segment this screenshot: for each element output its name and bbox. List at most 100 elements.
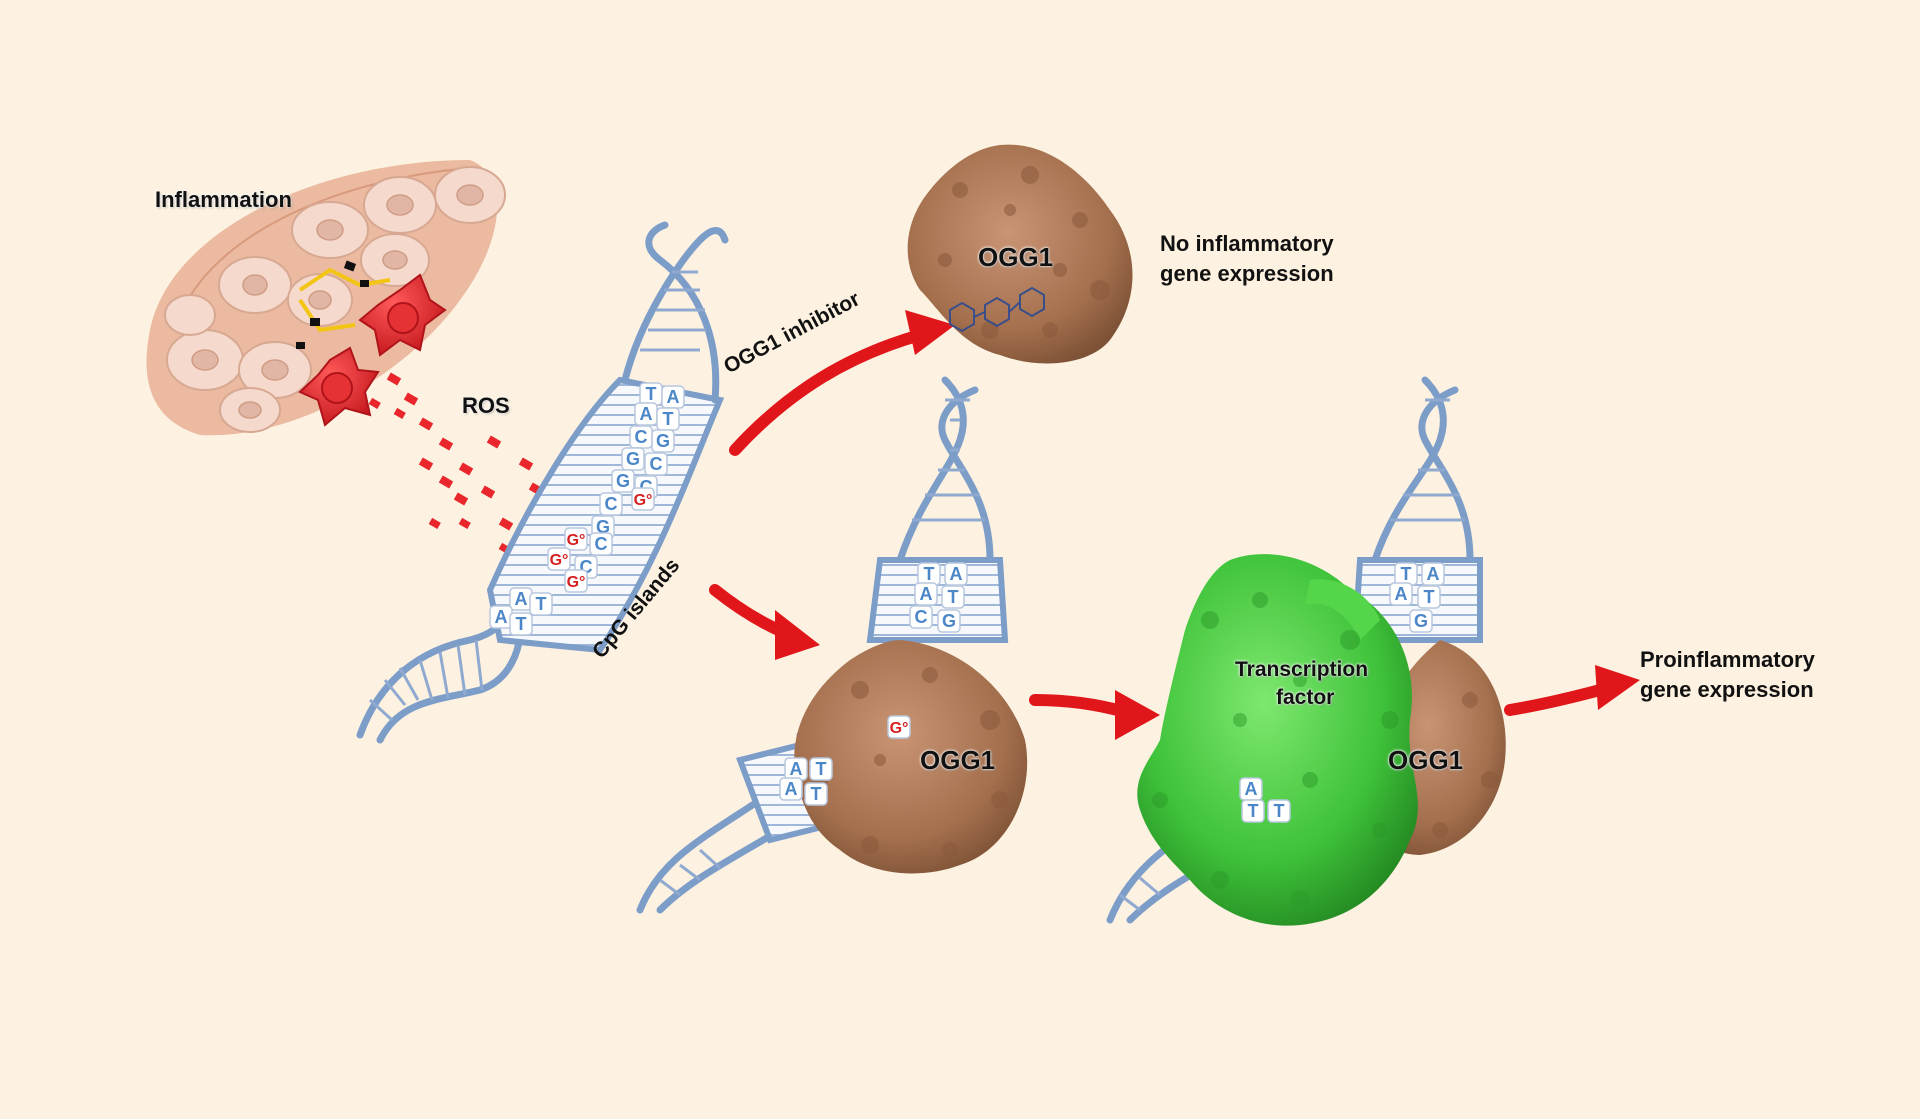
- dna-base-letter: G: [656, 431, 670, 451]
- dna-base: A: [914, 582, 938, 606]
- inflammation-label: Inflammation: [155, 187, 292, 212]
- dna-base: G°: [564, 527, 588, 551]
- dna-base-letter: A: [1245, 779, 1258, 799]
- dna-base: C: [599, 492, 623, 516]
- dna-base: T: [529, 592, 553, 616]
- dna-base: T: [1417, 585, 1441, 609]
- dna-base: T: [809, 757, 833, 781]
- dna-base-letter: T: [811, 784, 822, 804]
- dna-base-letter: C: [650, 454, 663, 474]
- dna-base: G°: [887, 715, 911, 739]
- dna-base-letter: G°: [550, 552, 569, 569]
- dna-base: G: [621, 447, 645, 471]
- transcription-factor-label-2: factor: [1276, 686, 1335, 709]
- dna-base: T: [917, 562, 941, 586]
- dna-base-letter: T: [924, 564, 935, 584]
- dna-base: A: [489, 605, 513, 629]
- dna-base-letter: A: [515, 589, 528, 609]
- dna-base-letter: G°: [567, 574, 586, 591]
- dna-base: T: [941, 585, 965, 609]
- dna-base: G: [651, 429, 675, 453]
- dna-base: A: [509, 587, 533, 611]
- dna-base-letter: T: [1401, 564, 1412, 584]
- dna-base: A: [1421, 562, 1445, 586]
- ogg1-right-label: OGG1: [1388, 745, 1464, 775]
- dna-base-letter: G: [1414, 611, 1428, 631]
- dna-base-letter: G°: [890, 720, 909, 737]
- dna-base-letter: G: [596, 517, 610, 537]
- ogg1-middle-label: OGG1: [920, 745, 996, 775]
- transcription-factor-label-1: Transcription: [1235, 658, 1369, 681]
- dna-base-letter: G: [616, 471, 630, 491]
- dna-base: C: [644, 452, 668, 476]
- dna-base-letter: A: [950, 564, 963, 584]
- dna-base: T: [1241, 799, 1265, 823]
- dna-base-letter: T: [536, 594, 547, 614]
- dna-base: T: [509, 612, 533, 636]
- transcription-factor-protein: [1137, 554, 1418, 926]
- dna-base-letter: T: [663, 409, 674, 429]
- dna-base: A: [1239, 777, 1263, 801]
- inhibitor-arrow: [729, 310, 955, 456]
- dna-base: T: [639, 382, 663, 406]
- ogg1-top-label: OGG1: [978, 242, 1054, 272]
- dna-base: G°: [564, 569, 588, 593]
- dna-base-letter: A: [640, 404, 653, 424]
- dna-base-letter: G°: [634, 492, 653, 509]
- oxidation-arrow: [709, 584, 820, 660]
- dna-base: A: [634, 402, 658, 426]
- dna-base: G: [1409, 609, 1433, 633]
- dna-base-letter: C: [635, 427, 648, 447]
- dna-base-letter: G: [942, 611, 956, 631]
- dna-base-letter: T: [816, 759, 827, 779]
- dna-base-letter: A: [1427, 564, 1440, 584]
- dna-base: A: [784, 757, 808, 781]
- dna-base-letter: A: [790, 759, 803, 779]
- dna-base: T: [656, 407, 680, 431]
- dna-base: A: [944, 562, 968, 586]
- dna-base-letter: C: [595, 534, 608, 554]
- dna-base-letter: C: [915, 607, 928, 627]
- proinflammatory-label-1: Proinflammatory: [1640, 647, 1815, 672]
- ogg1-bound-protein: [794, 640, 1028, 874]
- dna-base-letter: A: [667, 387, 680, 407]
- dna-base: G: [611, 469, 635, 493]
- dna-base-letter: A: [785, 779, 798, 799]
- dna-base: T: [804, 782, 828, 806]
- dna-base: A: [1389, 582, 1413, 606]
- dna-base: G°: [631, 487, 655, 511]
- dna-base: A: [779, 777, 803, 801]
- no-inflammatory-label-2: gene expression: [1160, 261, 1334, 286]
- dna-base-letter: T: [1274, 801, 1285, 821]
- dna-base: G: [937, 609, 961, 633]
- inflamed-tissue: [146, 160, 506, 436]
- dna-base-letter: G: [626, 449, 640, 469]
- dna-base-letter: T: [646, 384, 657, 404]
- ogg1-inhibited-protein: [907, 144, 1133, 364]
- ros-label: ROS: [462, 393, 510, 418]
- dna-base-letter: T: [1248, 801, 1259, 821]
- expression-arrow: [1504, 665, 1640, 716]
- dna-base-letter: A: [920, 584, 933, 604]
- no-inflammatory-label-1: No inflammatory: [1160, 231, 1334, 256]
- dna-base: C: [909, 605, 933, 629]
- dna-base: T: [1394, 562, 1418, 586]
- proinflammatory-label-2: gene expression: [1640, 677, 1814, 702]
- dna-base: T: [1267, 799, 1291, 823]
- dna-base-letter: T: [516, 614, 527, 634]
- dna-base: C: [589, 532, 613, 556]
- recruitment-arrow: [1029, 690, 1160, 740]
- dna-base-letter: A: [495, 607, 508, 627]
- dna-base-letter: T: [1424, 587, 1435, 607]
- dna-base: A: [661, 385, 685, 409]
- dna-base-letter: T: [948, 587, 959, 607]
- dna-base-letter: C: [605, 494, 618, 514]
- dna-base: C: [629, 425, 653, 449]
- dna-base-letter: G°: [567, 532, 586, 549]
- ros-particles: [368, 372, 559, 554]
- dna-base-letter: A: [1395, 584, 1408, 604]
- dna-base: G°: [547, 547, 571, 571]
